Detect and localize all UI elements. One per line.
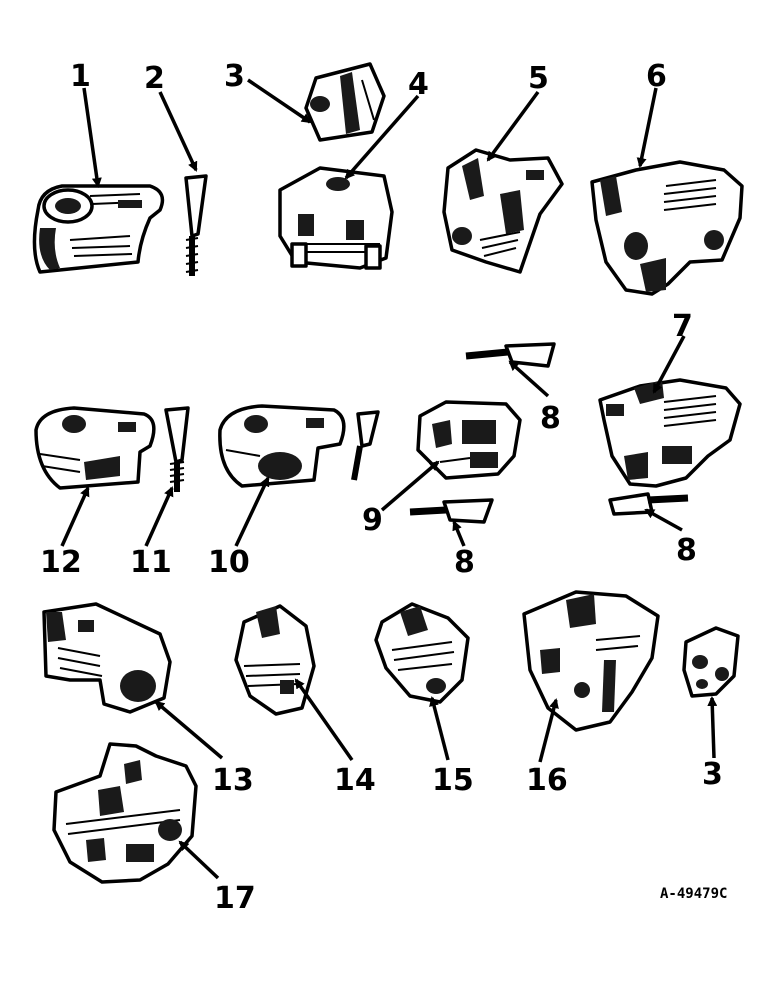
part-3-block xyxy=(304,62,386,142)
leader-16 xyxy=(538,698,559,763)
callout-7: 7 xyxy=(672,309,693,344)
callout-11: 11 xyxy=(130,545,172,580)
callout-10: 10 xyxy=(208,545,250,580)
part-12-clip xyxy=(34,406,156,490)
callout-13: 13 xyxy=(212,763,254,798)
callout-16: 16 xyxy=(526,763,568,798)
leader-4 xyxy=(344,94,420,180)
figure-number: A-49479C xyxy=(660,886,727,902)
leader-3b xyxy=(707,696,718,759)
callout-12: 12 xyxy=(40,545,82,580)
callout-9: 9 xyxy=(362,503,383,538)
part-11-pin xyxy=(164,406,190,492)
part-14-clip xyxy=(234,604,316,716)
leader-14 xyxy=(294,678,354,762)
part-6-clip xyxy=(590,160,744,296)
part-7-clip xyxy=(598,378,742,488)
leader-11 xyxy=(144,486,174,547)
callout-5: 5 xyxy=(528,61,549,96)
leader-2 xyxy=(158,91,198,172)
callout-8c: 8 xyxy=(676,533,697,568)
callout-4: 4 xyxy=(408,67,429,102)
callout-8b: 8 xyxy=(454,545,475,580)
part-13-clip xyxy=(42,602,172,714)
part-17-clip xyxy=(52,742,198,884)
leader-1 xyxy=(82,87,102,188)
leader-17 xyxy=(178,840,220,880)
callout-6: 6 xyxy=(646,59,667,94)
leader-12 xyxy=(60,486,90,547)
leader-8b xyxy=(452,520,466,547)
part-3b-block xyxy=(682,626,740,698)
leader-8a xyxy=(508,360,550,398)
part-2-pin xyxy=(184,174,208,276)
part-15-clip xyxy=(374,602,470,704)
part-16-clip xyxy=(522,590,660,732)
leader-3a xyxy=(247,78,312,124)
leader-6 xyxy=(636,87,658,168)
callout-3a: 3 xyxy=(224,59,245,94)
part-8a-pin xyxy=(465,342,556,368)
part-10-clip xyxy=(218,404,346,488)
part-pin-small xyxy=(351,410,380,481)
callout-17: 17 xyxy=(214,881,256,916)
leader-15 xyxy=(429,696,450,761)
leader-8c xyxy=(644,508,683,532)
leader-5 xyxy=(486,90,540,162)
callout-14: 14 xyxy=(334,763,376,798)
leader-10 xyxy=(234,476,270,547)
callout-15: 15 xyxy=(432,763,474,798)
callout-2: 2 xyxy=(144,61,165,96)
part-9-clip xyxy=(416,400,522,480)
callout-3b: 3 xyxy=(702,757,723,792)
callout-1: 1 xyxy=(70,59,91,94)
leader-13 xyxy=(154,700,224,760)
part-4-clip xyxy=(278,166,394,270)
part-8b-pin xyxy=(409,498,494,524)
part-5-clip xyxy=(442,148,564,274)
part-1-clip xyxy=(32,184,165,274)
leader-7 xyxy=(652,335,686,394)
leader-9 xyxy=(380,460,440,512)
callout-8a: 8 xyxy=(540,401,561,436)
